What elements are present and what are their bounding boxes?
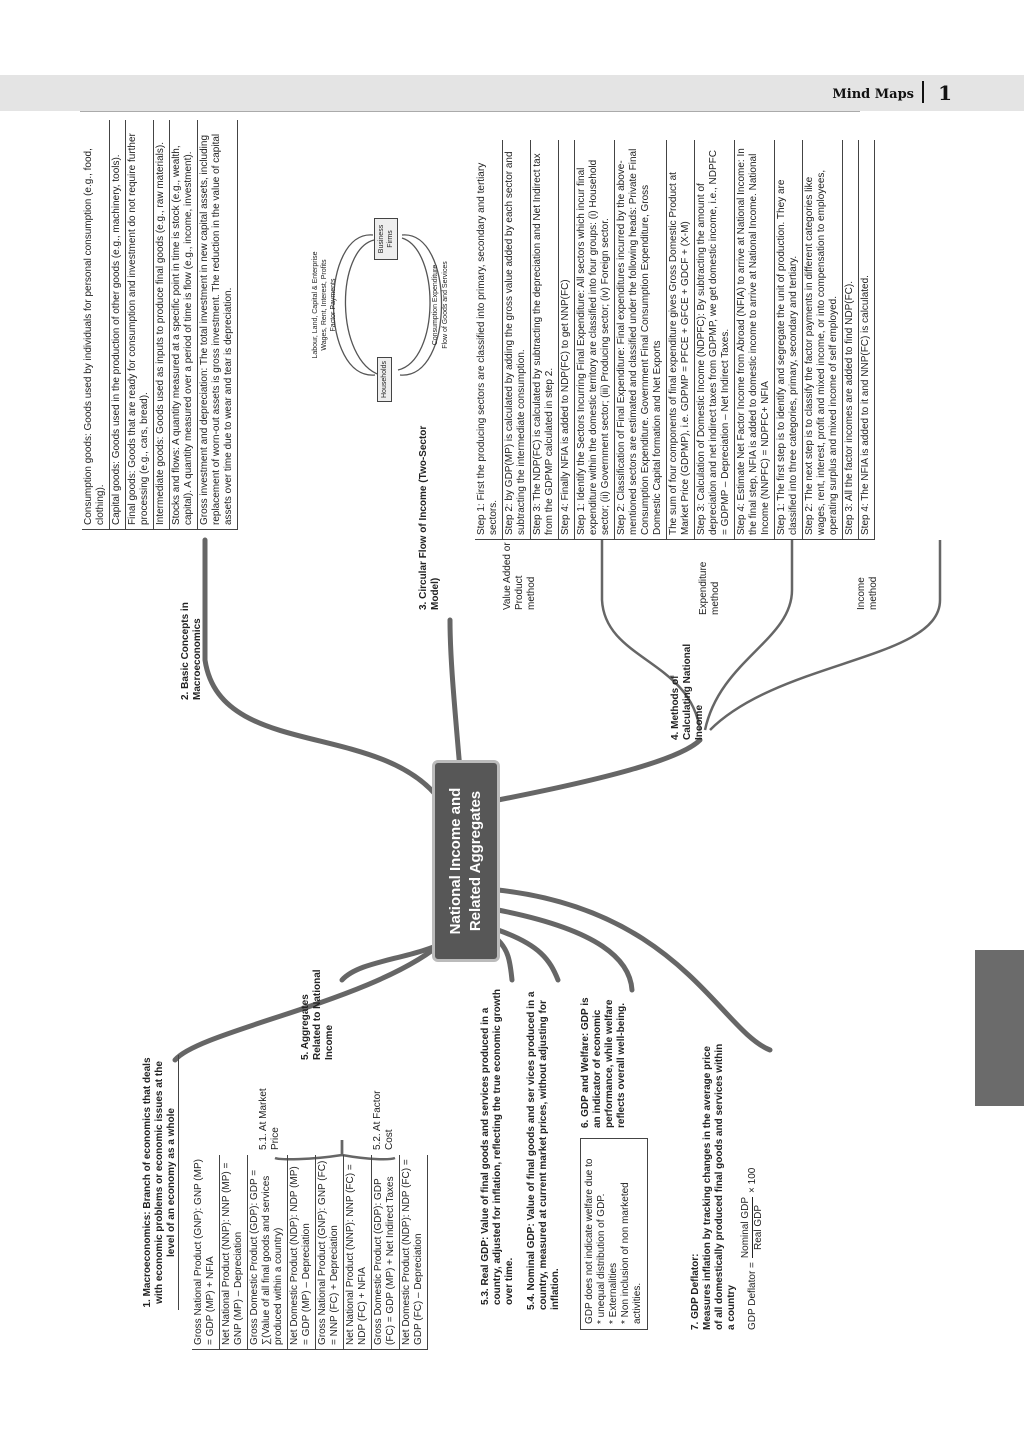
branch-value-added (600, 540, 702, 731)
macroeconomics-label: 1. Macroeconomics: Branch of economics t… (142, 1055, 179, 1310)
step-item: Step 3: All the factor incomes are added… (843, 140, 859, 540)
aggregate-item: Gross Domestic Product (GDP): GDP (FC) =… (372, 1155, 400, 1350)
list-item: Stocks and flows: A quantity measured at… (170, 120, 198, 530)
aggregate-item: Net Domestic Product (NDP): NDP (MP) = G… (288, 1155, 316, 1350)
aggregates-label: 5. Aggregates Related to National Income (300, 969, 335, 1060)
arc-label: Consumption Expenditure (432, 264, 439, 346)
aggregate-item: Gross Domestic Product (GDP): GDP = ∑(Va… (248, 1155, 288, 1350)
central-topic: National Income and Related Aggregates (432, 760, 500, 962)
mind-map: National Income and Related Aggregates 2… (80, 120, 950, 1360)
formula-lhs: GDP Deflator = (746, 1262, 758, 1330)
aggregates-list: Gross National Product (GNP): GNP (MP) =… (192, 1155, 428, 1350)
list-item: Intermediate goods: Goods used as inputs… (154, 120, 170, 530)
step-item: Step 3: The NDP(FC) is calculated by sub… (531, 140, 559, 540)
step-item: Step 2: The next step is to classify the… (803, 140, 843, 540)
business-firms-node: Business Firms (374, 218, 398, 260)
step-item: Step 4: Estimate Net Factor Income from … (735, 140, 775, 540)
deflator-formula: GDP Deflator = Nominal GDP Real GDP × 10… (740, 1040, 765, 1330)
deflator-label: 7. GDP Deflator: (690, 1253, 701, 1331)
step-item: Step 2: by GDP(MP) is calculated by addi… (503, 140, 531, 540)
formula-multiplier: × 100 (746, 1167, 758, 1193)
basic-concepts-list: Consumption goods: Goods used by individ… (82, 120, 238, 530)
aggregate-item: Net National Product (NNP): NNP (FC) = N… (344, 1155, 372, 1350)
step-item: Step 1: The first step is to identify an… (775, 140, 803, 540)
step-item: The sum of four components of final expe… (667, 140, 695, 540)
branch-macroeconomics (172, 937, 448, 1063)
header-divider (922, 81, 924, 103)
branch-factor-cost (340, 1140, 396, 1161)
step-item: Step 4: The NFIA is added to it and NNP(… (859, 140, 875, 540)
formula-fraction: Nominal GDP Real GDP (740, 1196, 765, 1259)
circular-flow-arcs (332, 234, 443, 376)
income-label: Income method (856, 576, 879, 610)
households-node: Households (377, 357, 392, 402)
list-item: Consumption goods: Goods used by individ… (82, 120, 110, 530)
list-item: Final goods: Goods that are ready for co… (126, 120, 154, 530)
arc-label: Labour, Land, Capital & Enterprise (312, 251, 319, 359)
circular-flow-label: 3. Circular Flow of Income (Two-Sector M… (418, 425, 441, 610)
arc-label: Factor Payments (330, 278, 337, 332)
formula-numerator: Nominal GDP (740, 1196, 753, 1259)
aggregate-item: Net National Product (NNP): NNP (MP) = G… (220, 1155, 248, 1350)
header-title: Mind Maps (832, 87, 914, 102)
step-item: Step 1: First the producing sectors are … (475, 140, 503, 540)
real-gdp-text: 5.3. Real GDP: Value of final goods and … (480, 989, 515, 1305)
branch-income (709, 540, 942, 731)
branch-expenditure (703, 540, 794, 731)
aggregate-item: Gross National Product (GNP): GNP (FC) =… (316, 1155, 344, 1350)
welfare-point: * Externalities (608, 1262, 619, 1324)
arc-label: Wages, Rent, Interest, Profits (321, 259, 328, 351)
welfare-point: * unequal distribution of GDP. (596, 1193, 607, 1324)
deflator-description: Measures inflation by tracking changes i… (702, 1043, 737, 1330)
header-rule (80, 111, 860, 112)
methods-steps: Step 1: First the producing sectors are … (475, 140, 875, 540)
branch-basic-concepts (202, 537, 443, 803)
welfare-label: 6. GDP and Welfare: GDP is an indicator … (580, 997, 627, 1128)
welfare-point: * Non inclusion of non marketed activiti… (620, 1182, 643, 1324)
branch-deflator (495, 887, 773, 1053)
nominal-gdp-text: 5.4. Nominal GDP: Value of final goods a… (526, 991, 561, 1310)
central-topic-line2: Related Aggregates (467, 790, 484, 932)
welfare-box: GDP does not indicate welfare due to * u… (580, 1138, 648, 1330)
branch-methods (495, 737, 703, 803)
basic-concepts-label: 2. Basic Concepts in Macroeconomics (180, 602, 203, 700)
page-number: 1 (938, 81, 952, 105)
side-tab (975, 950, 1024, 1106)
factor-cost-label: 5.2. At Factor Cost (372, 1090, 395, 1150)
page-header: Mind Maps 1 (0, 75, 1024, 111)
arc-label: Flow of Goods and Services (442, 261, 449, 349)
aggregate-item: Net Domestic Product (NDP): NDP (FC) = G… (400, 1155, 428, 1350)
step-item: Step 2: Classification of Final Expendit… (615, 140, 667, 540)
deflator-block: 7. GDP Deflator: Measures inflation by t… (690, 1040, 765, 1330)
step-item: Step 4: Finally NFIA is added to NDP(FC)… (559, 140, 575, 540)
list-item: Capital goods: Goods used in the product… (110, 120, 126, 530)
expenditure-label: Expenditure method (698, 561, 721, 615)
step-item: Step 3: Calculation of Domestic Income (… (695, 140, 735, 540)
value-added-label: Value Added or Product method (502, 542, 537, 610)
methods-label: 4. Methods of Calculating National Incom… (670, 643, 705, 740)
aggregate-item: Gross National Product (GNP): GNP (MP) =… (192, 1155, 220, 1350)
market-price-label: 5.1. At Market Price (258, 1088, 281, 1150)
branch-nominal-gdp (495, 927, 561, 983)
branch-circular-flow (447, 617, 463, 773)
mind-map-branches (172, 234, 942, 1161)
central-topic-line1: National Income and (447, 787, 464, 935)
welfare-intro: GDP does not indicate welfare due to (584, 1158, 595, 1324)
formula-denominator: Real GDP (753, 1205, 764, 1251)
list-item: Gross investment and depreciation: The t… (198, 120, 238, 530)
step-item: Step 1: Identify the Sectors Incurring F… (575, 140, 615, 540)
branch-real-gdp (495, 937, 515, 983)
branch-welfare (495, 907, 635, 993)
